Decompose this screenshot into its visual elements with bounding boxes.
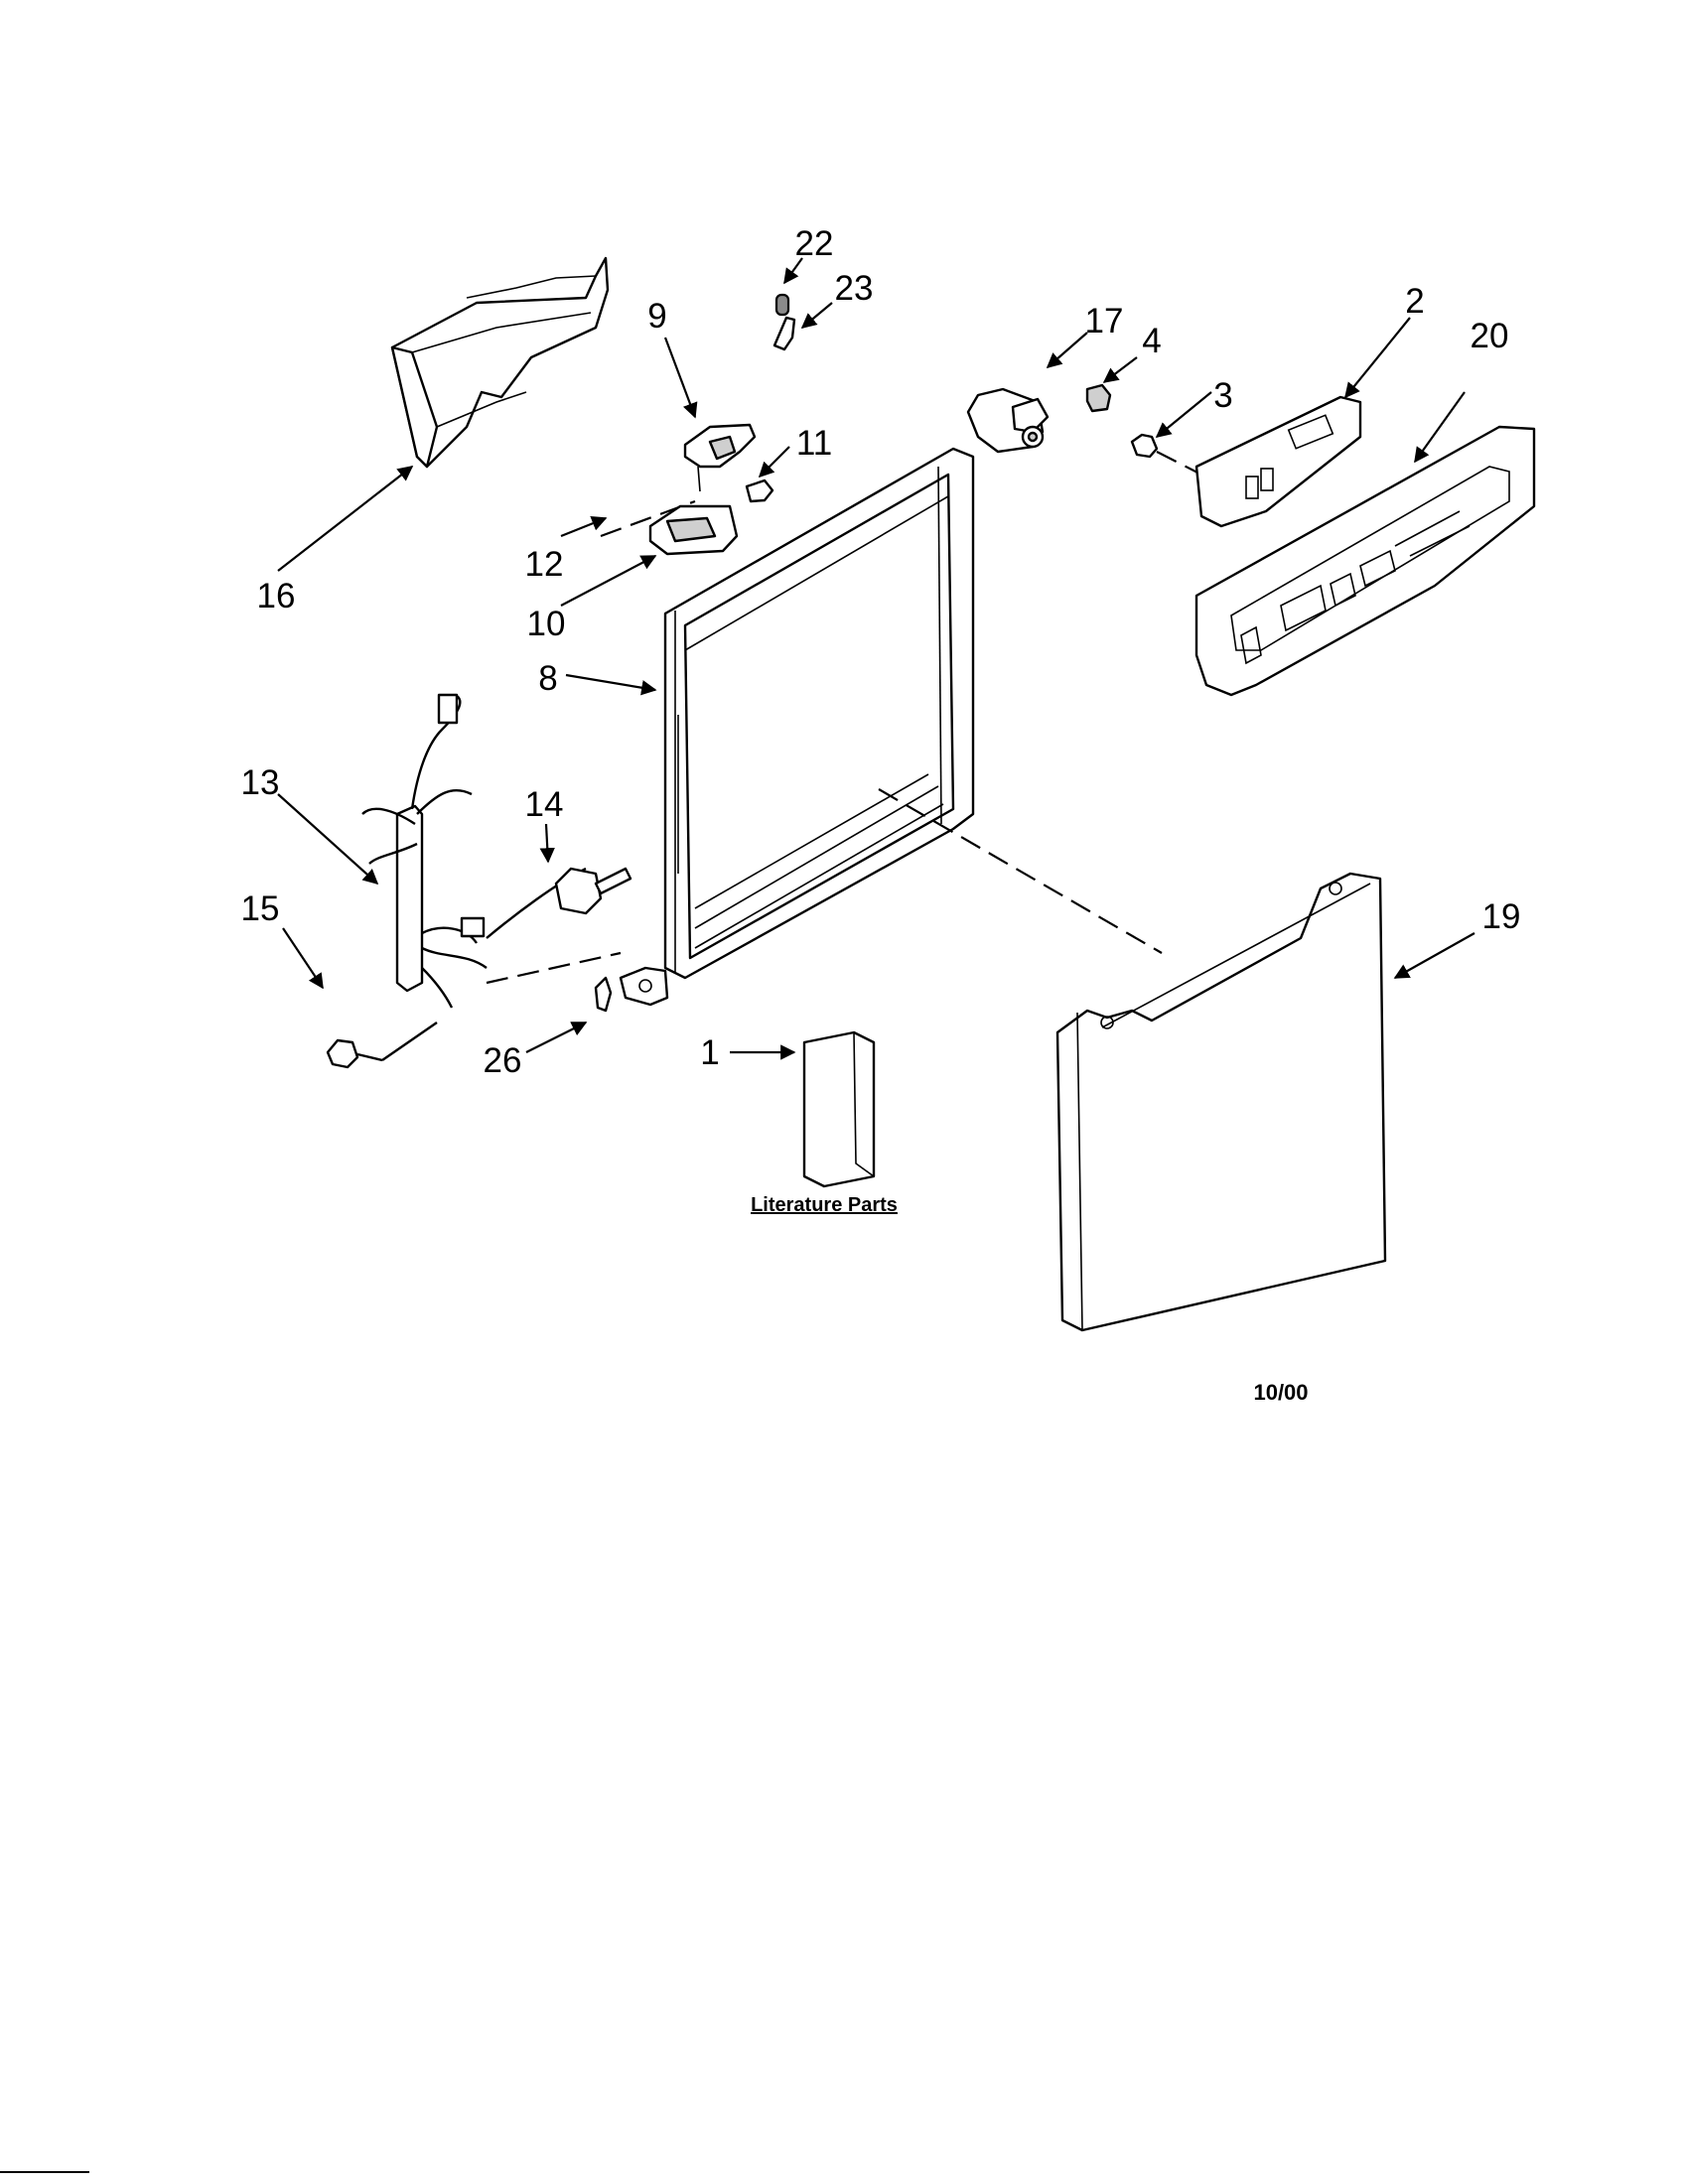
- callout-2: 2: [1405, 282, 1424, 321]
- callout-20: 20: [1471, 317, 1509, 355]
- leader-lines: [277, 257, 1475, 1060]
- callout-14: 14: [525, 785, 564, 824]
- callout-15: 15: [241, 889, 280, 928]
- part-8-door-frame: [663, 447, 975, 980]
- callout-1: 1: [700, 1033, 719, 1072]
- callout-12: 12: [525, 545, 564, 584]
- callout-13: 13: [241, 763, 280, 802]
- part-26-clip: [594, 976, 613, 1013]
- callout-16: 16: [257, 577, 296, 615]
- part-3-screw: [1130, 433, 1202, 476]
- callout-8: 8: [538, 659, 557, 698]
- part-2-control-panel: [1194, 395, 1362, 528]
- part-14-sensor: [554, 867, 632, 915]
- part-16-cover: [390, 256, 610, 469]
- callout-labels: 22 23 9 17 4 2 20 3 11 12 16 10 8 13 14 …: [241, 224, 1521, 1405]
- part-11-small-part: [745, 478, 774, 503]
- part-19-door-panel: [878, 788, 1387, 1332]
- part-20-console: [1194, 425, 1536, 697]
- literature-parts-label: Literature Parts: [751, 1194, 898, 1216]
- callout-26: 26: [484, 1041, 522, 1080]
- part-1-literature: [802, 1030, 876, 1188]
- callout-17: 17: [1085, 302, 1124, 341]
- part-15-screw: [326, 1022, 438, 1069]
- callout-9: 9: [647, 297, 666, 336]
- callout-11: 11: [796, 424, 832, 463]
- part-22-spring: [774, 293, 790, 317]
- callout-4: 4: [1142, 322, 1161, 360]
- part-17-switch: [966, 387, 1050, 454]
- date-code: 10/00: [1253, 1380, 1308, 1405]
- door-bracket: [486, 951, 669, 1007]
- callout-22: 22: [795, 224, 834, 263]
- part-23-clip: [772, 316, 796, 351]
- part-9-latch: [683, 423, 757, 492]
- callout-3: 3: [1213, 376, 1232, 415]
- callout-10: 10: [527, 605, 566, 643]
- callout-23: 23: [835, 269, 874, 308]
- part-13-wire-harness: [361, 693, 587, 1009]
- part-10-housing: [648, 504, 739, 556]
- callout-19: 19: [1482, 897, 1521, 936]
- part-4-small-switch: [1085, 383, 1112, 413]
